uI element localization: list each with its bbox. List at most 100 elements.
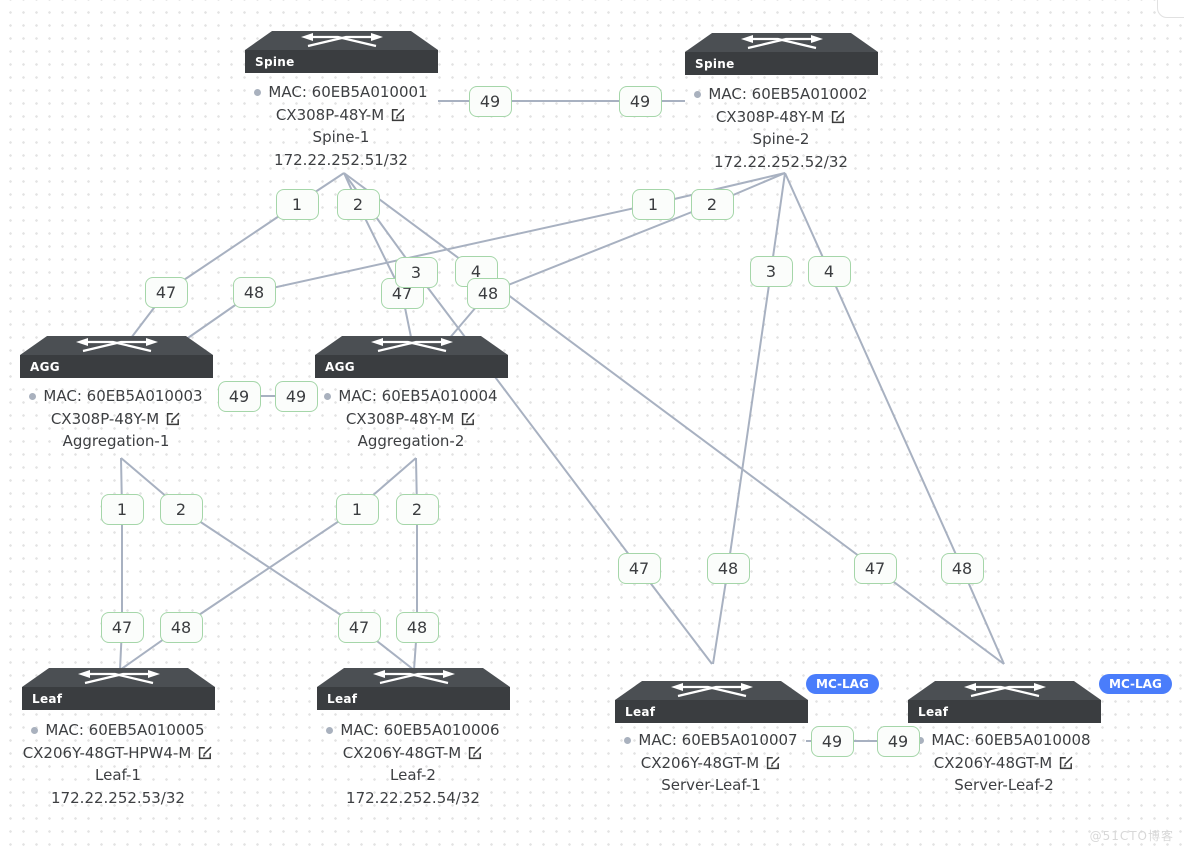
port-badge[interactable]: 2 xyxy=(336,188,380,220)
port-badge[interactable]: 49 xyxy=(274,380,318,412)
port-badge[interactable]: 2 xyxy=(690,188,734,220)
port-badge[interactable]: 1 xyxy=(100,493,144,525)
tier-label: Leaf xyxy=(327,691,358,706)
device-ip: 172.22.252.51/32 xyxy=(274,150,408,169)
status-dot-icon xyxy=(917,737,925,744)
port-badge[interactable]: 3 xyxy=(749,255,793,287)
switch-front-face: Leaf xyxy=(908,700,1101,723)
port-badge[interactable]: 47 xyxy=(100,611,144,643)
switch-ports xyxy=(69,360,205,373)
switch-image[interactable]: Leaf xyxy=(22,668,215,710)
device-info: MAC: 60EB5A010004 CX308P-48Y-M Aggregati… xyxy=(291,385,531,453)
device-mac: MAC: 60EB5A010001 xyxy=(221,81,461,104)
port-badge[interactable]: 48 xyxy=(940,552,984,584)
switch-image[interactable]: Leaf xyxy=(908,681,1101,723)
switch-top-face xyxy=(22,668,215,687)
port-badge[interactable]: 49 xyxy=(876,725,920,757)
switch-image[interactable]: Leaf xyxy=(317,668,510,710)
link-line xyxy=(127,172,345,343)
switch-top-face xyxy=(315,336,508,355)
port-badge[interactable]: 47 xyxy=(617,552,661,584)
switch-front-face: AGG xyxy=(20,355,213,378)
edit-icon[interactable] xyxy=(197,745,213,761)
link-line xyxy=(343,172,1005,665)
port-badge[interactable]: 48 xyxy=(232,276,276,308)
switch-front-face: Leaf xyxy=(22,687,215,710)
port-badge[interactable]: 3 xyxy=(394,256,438,288)
port-badge[interactable]: 48 xyxy=(159,611,203,643)
link-line xyxy=(119,457,417,671)
port-badge[interactable]: 49 xyxy=(217,380,261,412)
switch-front-face: Spine xyxy=(245,50,438,73)
device-ip: 172.22.252.52/32 xyxy=(714,152,848,171)
switch-arrows-icon xyxy=(75,337,158,352)
device-node-server-leaf-1: MC-LAG Leaf MAC: 60EB5A010007 CX206Y-48G… xyxy=(615,674,879,794)
edit-icon[interactable] xyxy=(390,107,406,123)
switch-image[interactable]: Spine xyxy=(245,31,438,73)
switch-image[interactable]: Spine xyxy=(685,33,878,75)
port-badge[interactable]: 4 xyxy=(807,255,851,287)
port-badge[interactable]: 47 xyxy=(144,276,188,308)
switch-top-face xyxy=(685,33,878,52)
port-badge[interactable]: 47 xyxy=(853,552,897,584)
status-dot-icon xyxy=(29,393,37,400)
edit-icon[interactable] xyxy=(1058,755,1074,771)
link-line xyxy=(447,172,786,341)
port-badge[interactable]: 1 xyxy=(631,188,675,220)
device-mac: MAC: 60EB5A010007 xyxy=(591,729,831,752)
edit-icon[interactable] xyxy=(830,109,846,125)
edit-icon[interactable] xyxy=(765,755,781,771)
device-model: CX308P-48Y-M xyxy=(221,104,461,127)
switch-arrows-icon xyxy=(300,32,383,47)
switch-arrows-icon xyxy=(963,682,1046,697)
edit-icon[interactable] xyxy=(165,411,181,427)
switch-top-face xyxy=(908,681,1101,700)
device-node-aggregation-2: AGG MAC: 60EB5A010004 CX308P-48Y-M Aggre… xyxy=(315,336,508,450)
device-model: CX308P-48Y-M xyxy=(661,106,901,129)
device-info: MAC: 60EB5A010002 CX308P-48Y-M Spine-2 1… xyxy=(661,83,901,173)
device-model: CX206Y-48GT-M xyxy=(293,742,533,765)
device-mac: MAC: 60EB5A010002 xyxy=(661,83,901,106)
port-badge[interactable]: 1 xyxy=(275,188,319,220)
port-badge[interactable]: 49 xyxy=(810,725,854,757)
port-badge[interactable]: 47 xyxy=(337,611,381,643)
switch-image[interactable]: Leaf xyxy=(615,681,808,723)
switch-top-face xyxy=(317,668,510,687)
device-info: MAC: 60EB5A010005 CX206Y-48GT-HPW4-M Lea… xyxy=(0,719,238,809)
floating-panel-corner xyxy=(1157,0,1184,18)
mclag-badge: MC-LAG xyxy=(806,674,879,694)
device-node-spine-1: Spine MAC: 60EB5A010001 CX308P-48Y-M Spi… xyxy=(245,31,438,169)
device-node-leaf-2: Leaf MAC: 60EB5A010006 CX206Y-48GT-M Lea… xyxy=(317,668,510,807)
edit-icon[interactable] xyxy=(467,745,483,761)
device-name: Leaf-1 xyxy=(95,766,141,784)
switch-arrows-icon xyxy=(372,669,455,684)
port-badge[interactable]: 48 xyxy=(466,277,510,309)
switch-image[interactable]: AGG xyxy=(315,336,508,378)
status-dot-icon xyxy=(324,393,332,400)
status-dot-icon xyxy=(624,737,632,744)
status-dot-icon xyxy=(694,91,702,98)
edit-icon[interactable] xyxy=(460,411,476,427)
port-badge[interactable]: 2 xyxy=(395,493,439,525)
device-model: CX206Y-48GT-M xyxy=(591,752,831,775)
port-badge[interactable]: 49 xyxy=(468,85,512,117)
switch-front-face: Leaf xyxy=(615,700,808,723)
switch-top-face xyxy=(615,681,808,700)
device-info: MAC: 60EB5A010007 CX206Y-48GT-M Server-L… xyxy=(591,729,831,797)
port-badge[interactable]: 48 xyxy=(706,552,750,584)
device-name: Server-Leaf-2 xyxy=(954,776,1054,794)
switch-image[interactable]: AGG xyxy=(20,336,213,378)
switch-front-face: AGG xyxy=(315,355,508,378)
device-info: MAC: 60EB5A010008 CX206Y-48GT-M Server-L… xyxy=(884,729,1124,797)
port-badge[interactable]: 2 xyxy=(159,493,203,525)
link-line xyxy=(119,457,123,671)
status-dot-icon xyxy=(31,727,39,734)
device-node-spine-2: Spine MAC: 60EB5A010002 CX308P-48Y-M Spi… xyxy=(685,33,878,171)
mclag-badge: MC-LAG xyxy=(1099,674,1172,694)
port-badge[interactable]: 49 xyxy=(618,85,662,117)
port-badge[interactable]: 48 xyxy=(395,611,439,643)
tier-label: AGG xyxy=(325,359,355,374)
link-line xyxy=(712,172,786,665)
port-badge[interactable]: 1 xyxy=(335,493,379,525)
